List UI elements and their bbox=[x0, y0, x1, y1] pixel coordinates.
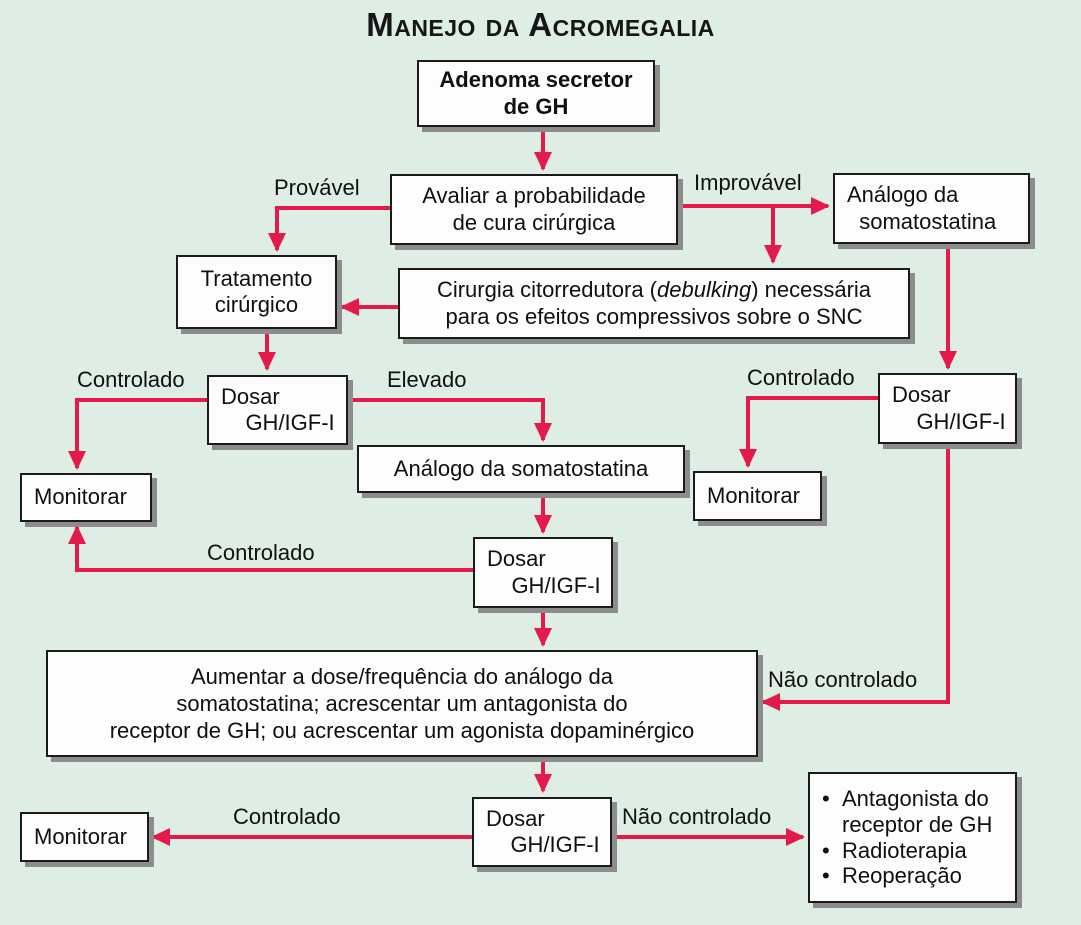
node-analogo-somatostatina-mid: Análogo da somatostatina bbox=[357, 445, 685, 493]
list-item: • Reoperação bbox=[822, 863, 962, 889]
node-adenoma-secretor-gh: Adenoma secretor de GH bbox=[417, 60, 655, 127]
node-dosar-gh-igf-left-label: Dosar GH/IGF-I bbox=[221, 383, 335, 435]
node-monitorar-bottom-label: Monitorar bbox=[34, 823, 127, 849]
edge-label-nao-controlado-right: Não controlado bbox=[768, 667, 918, 692]
node-opcoes-finais: • Antagonista do receptor de GH • Radiot… bbox=[808, 772, 1017, 903]
edge-label-controlado-right: Controlado bbox=[747, 365, 855, 390]
node-dosar-gh-igf-right-label: Dosar GH/IGF-I bbox=[892, 382, 1006, 434]
opcao-antagonista: Antagonista do receptor de GH bbox=[842, 785, 993, 837]
list-item: • Radioterapia bbox=[822, 838, 967, 864]
cirurgia-line2: para os efeitos compressivos sobre o SNC bbox=[445, 303, 863, 329]
edge-label-nao-controlado-bottom: Não controlado bbox=[622, 804, 772, 829]
bullet-icon: • bbox=[822, 785, 830, 811]
node-avaliar-probabilidade-label: Avaliar a probabilidade de cura cirúrgic… bbox=[422, 183, 646, 235]
edge-label-elevado: Elevado bbox=[387, 367, 467, 392]
node-cirurgia-citorredutora-label: Cirurgia citorredutora (debulking) neces… bbox=[437, 277, 871, 330]
cirurgia-line1-post: ) necessária bbox=[751, 277, 872, 303]
node-dosar-gh-igf-right: Dosar GH/IGF-I bbox=[878, 373, 1017, 444]
node-dosar-gh-igf-mid-label: Dosar GH/IGF-I bbox=[487, 546, 601, 598]
node-analogo-somatostatina-mid-label: Análogo da somatostatina bbox=[393, 455, 649, 481]
node-monitorar-right: Monitorar bbox=[693, 471, 822, 521]
node-aumentar-dose-label: Aumentar a dose/frequência do análogo da… bbox=[109, 663, 695, 744]
opcao-radioterapia: Radioterapia bbox=[842, 837, 967, 863]
cirurgia-line1-pre: Cirurgia citorredutora ( bbox=[436, 277, 658, 303]
node-dosar-gh-igf-bottom-label: Dosar GH/IGF-I bbox=[486, 805, 600, 857]
bullet-icon: • bbox=[822, 837, 830, 863]
node-analogo-somatostatina-top: Análogo da somatostatina bbox=[833, 173, 1030, 244]
node-analogo-somatostatina-top-label: Análogo da somatostatina bbox=[847, 182, 997, 234]
opcao-reoperacao: Reoperação bbox=[842, 863, 962, 889]
node-avaliar-probabilidade: Avaliar a probabilidade de cura cirúrgic… bbox=[390, 174, 678, 245]
page-title: Manejo da Acromegalia bbox=[366, 6, 715, 43]
node-tratamento-cirurgico: Tratamento cirúrgico bbox=[176, 255, 337, 329]
node-monitorar-right-label: Monitorar bbox=[707, 482, 800, 508]
edge-label-controlado-bottom: Controlado bbox=[233, 804, 341, 829]
edge-label-controlado-left: Controlado bbox=[77, 367, 185, 392]
edge-label-provavel: Provável bbox=[274, 175, 360, 200]
node-monitorar-left-label: Monitorar bbox=[34, 484, 127, 510]
node-cirurgia-citorredutora: Cirurgia citorredutora (debulking) neces… bbox=[398, 268, 910, 339]
arrow-provavel-to-tratamento bbox=[268, 206, 390, 252]
node-dosar-gh-igf-left: Dosar GH/IGF-I bbox=[207, 375, 348, 445]
bullet-icon: • bbox=[822, 863, 830, 889]
node-monitorar-bottom: Monitorar bbox=[20, 812, 149, 862]
list-item: • Antagonista do receptor de GH bbox=[822, 786, 1009, 838]
arrow-elevado-to-analogo-mid bbox=[348, 398, 552, 442]
edge-label-improvavel: Improvável bbox=[694, 170, 802, 195]
node-tratamento-cirurgico-label: Tratamento cirúrgico bbox=[200, 265, 313, 317]
arrow-controlado-to-monitorar-right bbox=[739, 396, 878, 468]
cirurgia-line1-italic: debulking bbox=[657, 277, 752, 303]
node-monitorar-left: Monitorar bbox=[20, 473, 152, 522]
arrow-controlado-to-monitorar-left bbox=[68, 398, 207, 470]
node-adenoma-secretor-gh-label: Adenoma secretor de GH bbox=[439, 67, 633, 119]
node-aumentar-dose: Aumentar a dose/frequência do análogo da… bbox=[46, 650, 758, 757]
edge-label-controlado-mid: Controlado bbox=[207, 540, 315, 565]
node-dosar-gh-igf-bottom: Dosar GH/IGF-I bbox=[472, 797, 612, 867]
node-dosar-gh-igf-mid: Dosar GH/IGF-I bbox=[473, 537, 613, 608]
